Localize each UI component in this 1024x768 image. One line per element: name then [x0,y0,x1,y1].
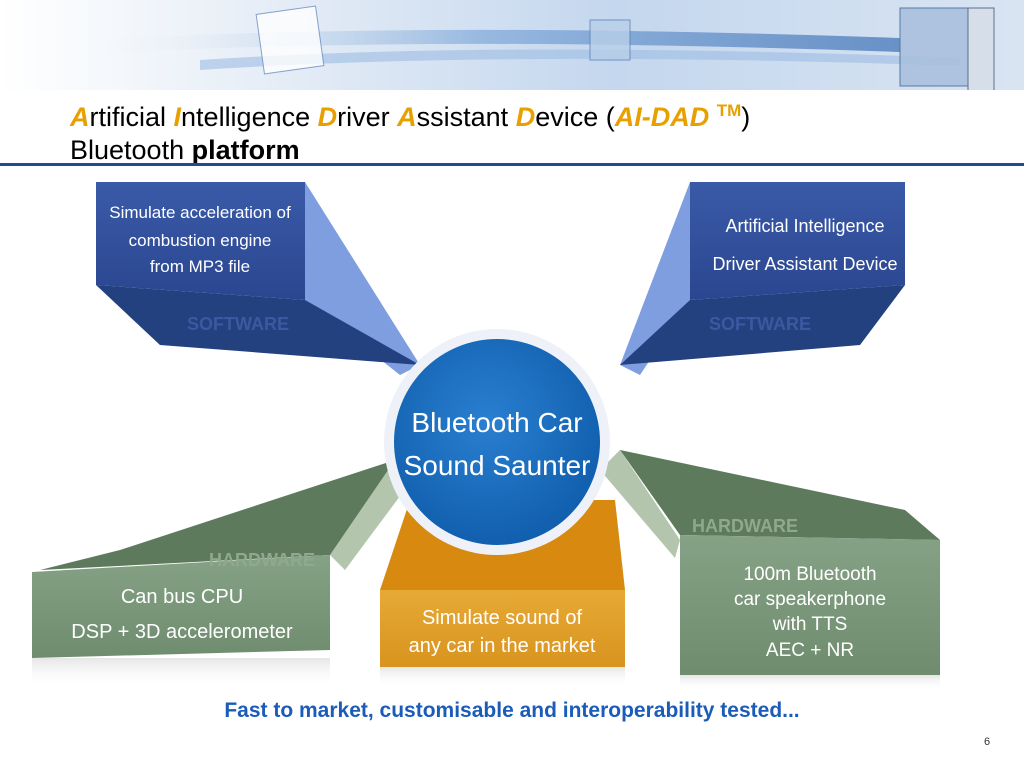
top-left-line-2: combustion engine [129,231,272,250]
title-word: rtificial [89,102,174,132]
title-bluetooth: Bluetooth [70,135,185,165]
bottom-right-top [620,450,940,540]
bottom-right-line-2: car speakerphone [734,589,886,610]
title-acronym: AI-DAD [614,102,710,132]
top-right-software-block: Artificial Intelligence Driver Assistant… [620,182,905,375]
title-word: ntelligence [181,102,318,132]
bottom-right-hardware-block: HARDWARE 100m Bluetooth car speakerphone… [600,450,940,690]
top-right-category-label: SOFTWARE [709,314,811,334]
header-banner [0,0,1024,90]
title-initial: A [70,102,90,132]
bottom-right-reflection [680,675,940,690]
bottom-center-line-2: any car in the market [409,635,596,657]
top-right-line-1: Artificial Intelligence [725,216,884,236]
top-left-face [96,182,305,300]
bottom-left-face [32,555,330,658]
top-right-face [690,182,905,300]
title-word: evice ( [535,102,615,132]
title-divider [0,163,1024,166]
title-word: ssistant [416,102,516,132]
top-right-connector [620,182,690,375]
bottom-center-line-1: Simulate sound of [422,607,583,629]
bottom-right-category-label: HARDWARE [692,516,798,536]
bottom-left-line-1: Can bus CPU [121,586,243,608]
top-right-underside [620,285,905,365]
title-close-paren: ) [741,102,751,132]
top-left-line-3: from MP3 file [150,257,250,276]
title-platform: platform [191,135,300,165]
trademark-mark: TM [716,101,742,120]
hub-line-1: Bluetooth Car [411,407,582,438]
bottom-left-hardware-block: HARDWARE Can bus CPU DSP + 3D accelerome… [32,460,412,688]
bottom-left-reflection [32,658,330,688]
hub-line-2: Sound Saunter [404,450,591,481]
title-line-1: Artificial Intelligence Driver Assistant… [70,94,750,134]
bottom-center-face [380,590,625,667]
title-line-2: Bluetooth platform [70,134,750,167]
bottom-right-line-3: with TTS [772,614,848,635]
page-number: 6 [984,736,991,748]
title-initial: I [173,102,182,132]
bottom-center-reflection [380,667,625,687]
bottom-left-category-label: HARDWARE [209,550,315,570]
hub: Bluetooth Car Sound Saunter [384,329,610,555]
title-initial: D [317,102,338,132]
top-right-line-2: Driver Assistant Device [712,254,897,274]
top-left-underside [96,285,420,365]
title-initial: D [515,102,536,132]
bottom-right-face [680,535,940,675]
hub-circle [394,339,600,545]
top-left-category-label: SOFTWARE [187,314,289,334]
footer-tagline: Fast to market, customisable and interop… [224,699,800,722]
top-left-software-block: Simulate acceleration of combustion engi… [96,182,420,375]
hub-diagram: Simulate acceleration of combustion engi… [32,182,940,690]
bottom-right-line-4: AEC + NR [766,640,854,661]
slide-title: Artificial Intelligence Driver Assistant… [70,94,750,167]
top-left-connector [305,182,420,375]
title-initial: A [397,102,417,132]
bottom-left-top [40,460,395,570]
bottom-left-connector [330,460,412,570]
bottom-right-line-1: 100m Bluetooth [743,564,876,585]
title-word: river [337,102,398,132]
bottom-left-line-2: DSP + 3D accelerometer [71,621,293,643]
bottom-right-connector [600,450,680,558]
top-left-line-1: Simulate acceleration of [109,203,291,222]
